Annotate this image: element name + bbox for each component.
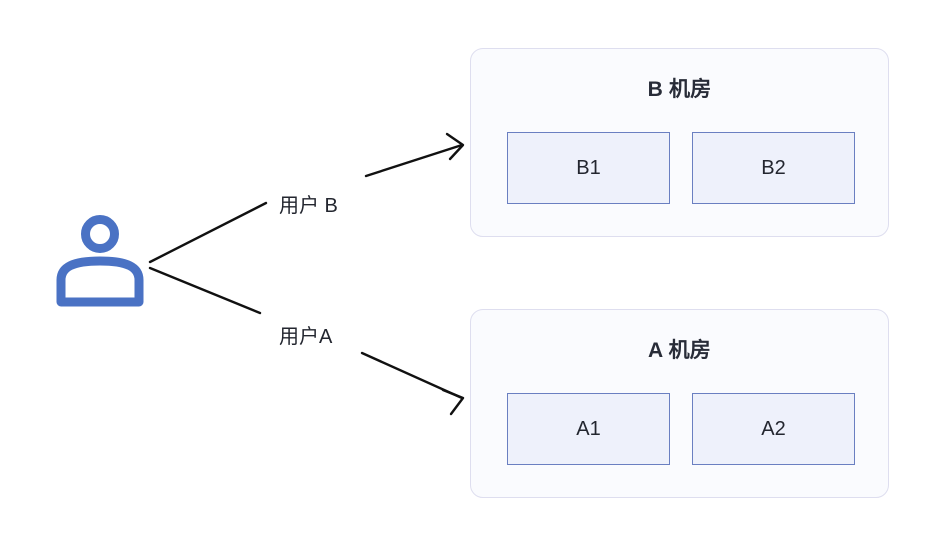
edge-label-user-b: 用户 B — [272, 193, 345, 219]
arrowhead-down-icon — [441, 388, 465, 416]
room-a-container: A 机房 A1 A2 — [470, 309, 889, 498]
room-b-title: B 机房 — [647, 78, 712, 101]
user-body-icon — [56, 256, 144, 307]
room-b-container: B 机房 B1 B2 — [470, 48, 889, 237]
arrowhead-up-icon — [445, 132, 465, 161]
user-head-icon — [81, 215, 119, 253]
room-a-title: A 机房 — [647, 339, 712, 362]
node-b1[interactable]: B1 — [507, 132, 670, 204]
user-actor[interactable] — [52, 214, 148, 308]
room-b-node-row: B1 B2 — [507, 132, 855, 204]
node-b2[interactable]: B2 — [692, 132, 855, 204]
node-a2[interactable]: A2 — [692, 393, 855, 465]
room-a-node-row: A1 A2 — [507, 393, 855, 465]
edge-label-user-a: 用户A — [272, 324, 340, 350]
node-a1[interactable]: A1 — [507, 393, 670, 465]
